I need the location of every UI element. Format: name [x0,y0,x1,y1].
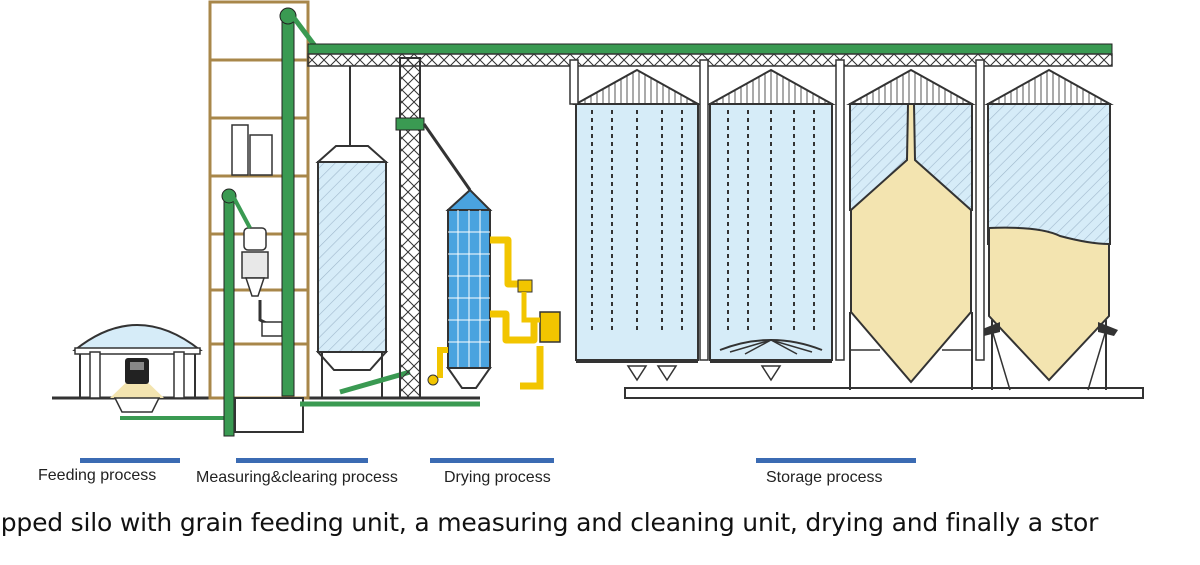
cleaning-machine-icon [231,124,283,337]
silo-feed-spouts [569,59,985,361]
feeding-label-bar [80,458,180,463]
feeding-label: Feeding process [38,467,156,484]
storage-label: Storage process [766,469,883,486]
flat-bottom-silo-2-icon [706,68,836,382]
silo-system-diagram: Feeding process Measuring&clearing proce… [38,0,1144,486]
drying-label-bar [430,458,554,463]
lattice-tower-icon [395,57,472,399]
hopper-silo-1-icon [846,68,976,390]
grain-dryer-icon [445,188,493,389]
hopper-silo-2-icon [980,68,1118,391]
top-conveyor-icon [307,43,1113,67]
silo-foundation [624,387,1144,399]
bucket-elevator-icon [221,7,320,437]
measuring-label-bar [236,458,368,463]
intake-building-icon [72,324,203,413]
storage-label-bar [756,458,916,463]
hot-air-duct-icon [427,236,561,390]
drying-label: Drying process [444,469,551,486]
figure-caption: ipped silo with grain feeding unit, a me… [0,508,1099,537]
elevator-pit [234,397,304,433]
flat-bottom-silo-1-icon [572,68,702,382]
buffer-silo-icon [315,66,411,398]
measuring-label: Measuring&clearing process [196,469,398,486]
